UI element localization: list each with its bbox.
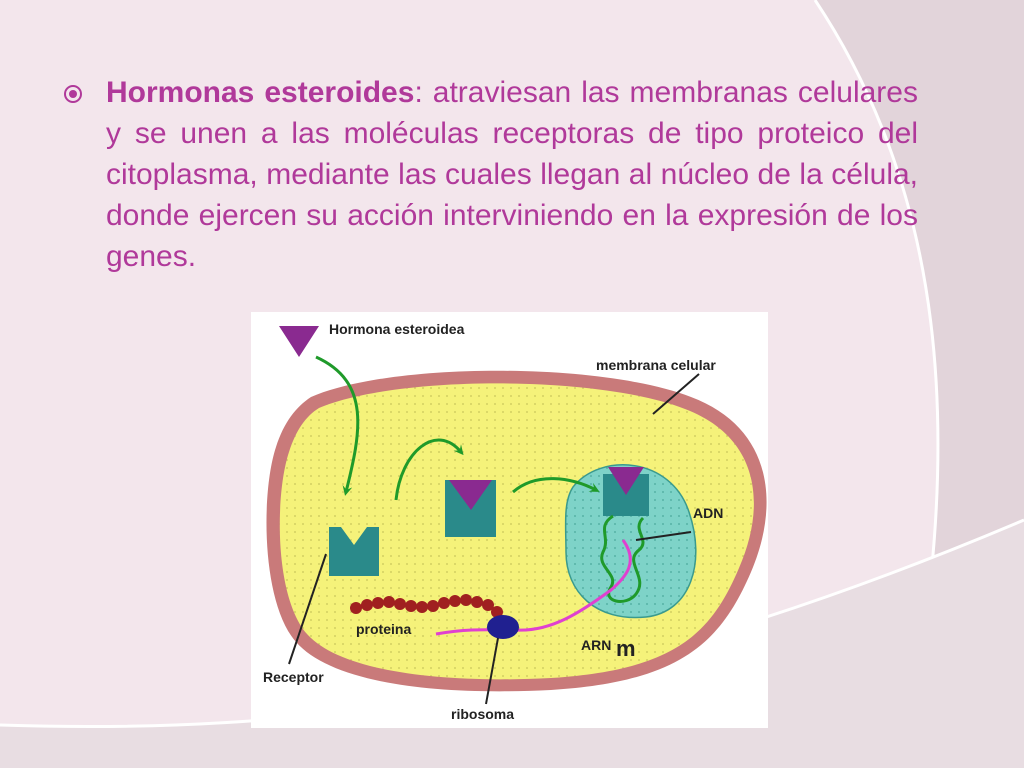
ribosome-pointer — [485, 637, 499, 705]
steroid-hormone-diagram: Hormona esteroidea membrana celular ADN … — [251, 312, 768, 728]
label-hormone: Hormona esteroidea — [329, 321, 465, 337]
hormone-nucleus-icon — [608, 467, 644, 495]
dna-pointer — [635, 531, 692, 541]
label-mrna: ARN — [581, 637, 611, 653]
hormone-icon — [279, 326, 319, 357]
mrna-strand — [435, 539, 632, 636]
bullet-point: Hormonas esteroides: atraviesan las memb… — [62, 72, 918, 277]
receptor-icon — [329, 527, 379, 576]
label-membrane: membrana celular — [596, 357, 716, 373]
label-mrna-suffix: m — [616, 636, 636, 661]
label-protein: proteina — [356, 621, 411, 637]
arrow-to-nucleus — [512, 477, 600, 494]
bullet-text: Hormonas esteroides: atraviesan las memb… — [106, 72, 918, 277]
ribosome-icon — [487, 615, 519, 639]
arrow-binding — [394, 438, 464, 501]
label-ribosome: ribosoma — [451, 706, 514, 722]
label-dna: ADN — [693, 505, 723, 521]
label-receptor: Receptor — [263, 669, 324, 685]
bullet-circle-icon — [62, 72, 106, 277]
nucleus — [564, 464, 697, 619]
term-heading: Hormonas esteroides — [106, 76, 415, 109]
protein-chain — [350, 594, 506, 626]
hormone-bound-icon — [449, 480, 492, 510]
term-colon: : — [414, 76, 423, 109]
membrane-pointer — [652, 373, 700, 415]
arrow-entry — [315, 355, 360, 496]
term-description: atraviesan las membranas celulares y se … — [106, 76, 918, 273]
dna-strand — [600, 514, 645, 603]
receptor-pointer — [288, 553, 327, 665]
